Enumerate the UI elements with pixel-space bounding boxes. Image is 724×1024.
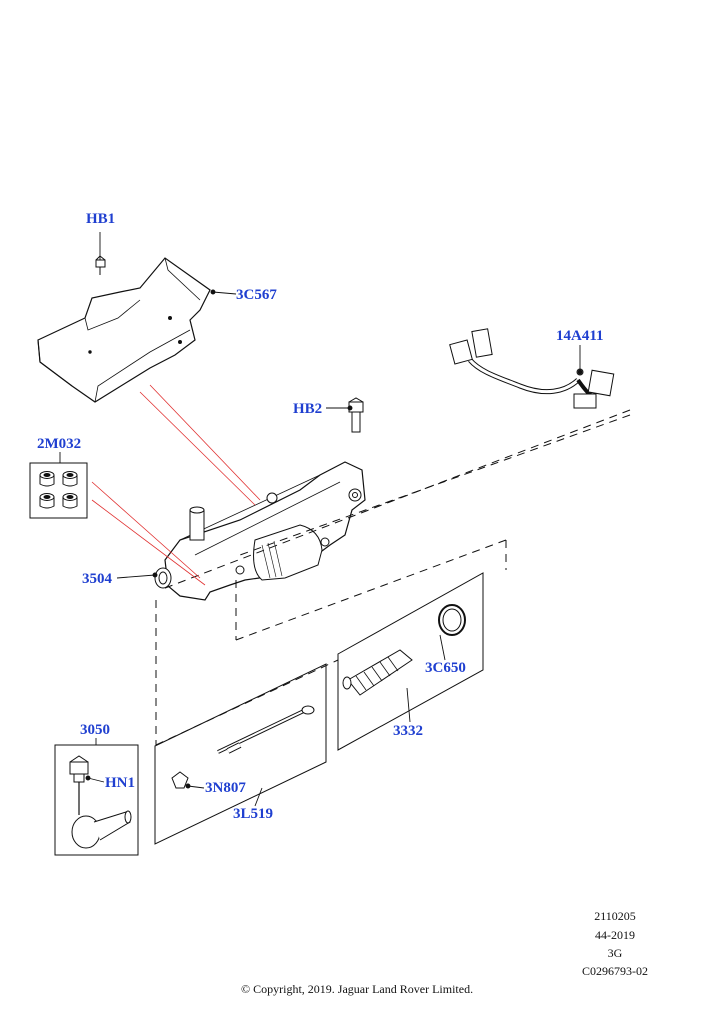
ref-date: 44-2019: [595, 928, 635, 942]
ref-number: 2110205: [594, 909, 636, 923]
tie-rod-end-illustration: [54, 744, 139, 856]
boot-kit-illustration: [337, 572, 484, 751]
wiring-harness-illustration: [449, 328, 615, 409]
highlight-lines: [91, 384, 261, 586]
callout-3n807[interactable]: 3N807: [205, 780, 246, 796]
callout-hb1[interactable]: HB1: [86, 211, 116, 227]
callout-2m032[interactable]: 2M032: [37, 436, 82, 452]
callout-3l519[interactable]: 3L519: [233, 806, 274, 822]
callout-hb2[interactable]: HB2: [293, 401, 323, 417]
callout-3504[interactable]: 3504: [82, 571, 112, 587]
callout-3c650[interactable]: 3C650: [425, 660, 466, 676]
heat-shield-illustration: [37, 257, 211, 403]
callout-14a411[interactable]: 14A411: [556, 328, 604, 344]
callout-3c567[interactable]: 3C567: [236, 287, 277, 303]
bushing-kit-illustration: [29, 462, 88, 519]
callout-3050[interactable]: 3050: [80, 722, 110, 738]
copyright-notice: © Copyright, 2019. Jaguar Land Rover Lim…: [241, 982, 474, 996]
leader-lines: [59, 232, 583, 807]
callout-3332[interactable]: 3332: [393, 723, 423, 739]
ref-group: 3G: [607, 946, 623, 960]
bolt-hb2-illustration: [348, 397, 364, 433]
callout-hn1[interactable]: HN1: [105, 775, 135, 791]
steering-rack-illustration: [154, 461, 366, 601]
bolt-hb1-illustration: [95, 255, 106, 275]
ref-code: C0296793-02: [582, 964, 648, 978]
inner-tie-rod-illustration: [154, 663, 327, 845]
dashed-reference-lines: [155, 409, 631, 746]
